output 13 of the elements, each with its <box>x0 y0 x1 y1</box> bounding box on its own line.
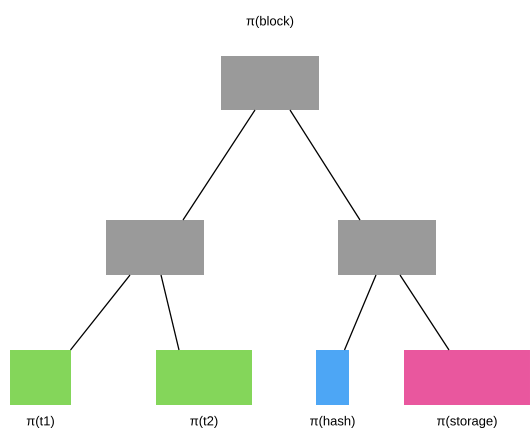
box <box>106 220 204 275</box>
node-label: π(hash) <box>310 416 355 428</box>
node-label: π(t1) <box>26 416 54 428</box>
node-label: π(storage) <box>437 416 497 428</box>
connector-line <box>70 274 131 350</box>
node-label: π(block) <box>246 16 294 28</box>
connector-line <box>182 110 256 220</box>
node-label: π(t2) <box>190 416 218 428</box>
box <box>338 220 436 275</box>
connector-line <box>289 110 361 220</box>
connector-line <box>344 274 377 350</box>
connector-line <box>399 274 450 350</box>
connector-line <box>160 274 180 350</box>
